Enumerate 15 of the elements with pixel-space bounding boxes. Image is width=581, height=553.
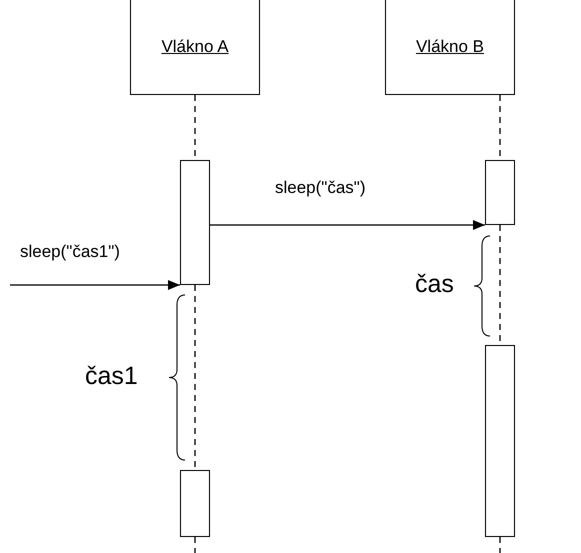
activation-bar (180, 160, 210, 285)
duration-label: čas1 (85, 362, 138, 391)
message-label: sleep("čas") (275, 178, 366, 198)
message-arrow (210, 220, 485, 230)
message-arrow (10, 280, 180, 290)
lifeline-header-box (385, 0, 515, 95)
message-label: sleep("čas1") (20, 242, 120, 262)
activation-bar (485, 160, 515, 225)
lifeline-header-box (130, 0, 260, 95)
lifeline (194, 285, 196, 470)
lifeline-name: Vlákno A (161, 36, 229, 56)
activation-bar (180, 470, 210, 537)
activation-bar (485, 345, 515, 537)
lifeline-name: Vlákno B (416, 36, 484, 56)
duration-label: čas (415, 270, 454, 299)
